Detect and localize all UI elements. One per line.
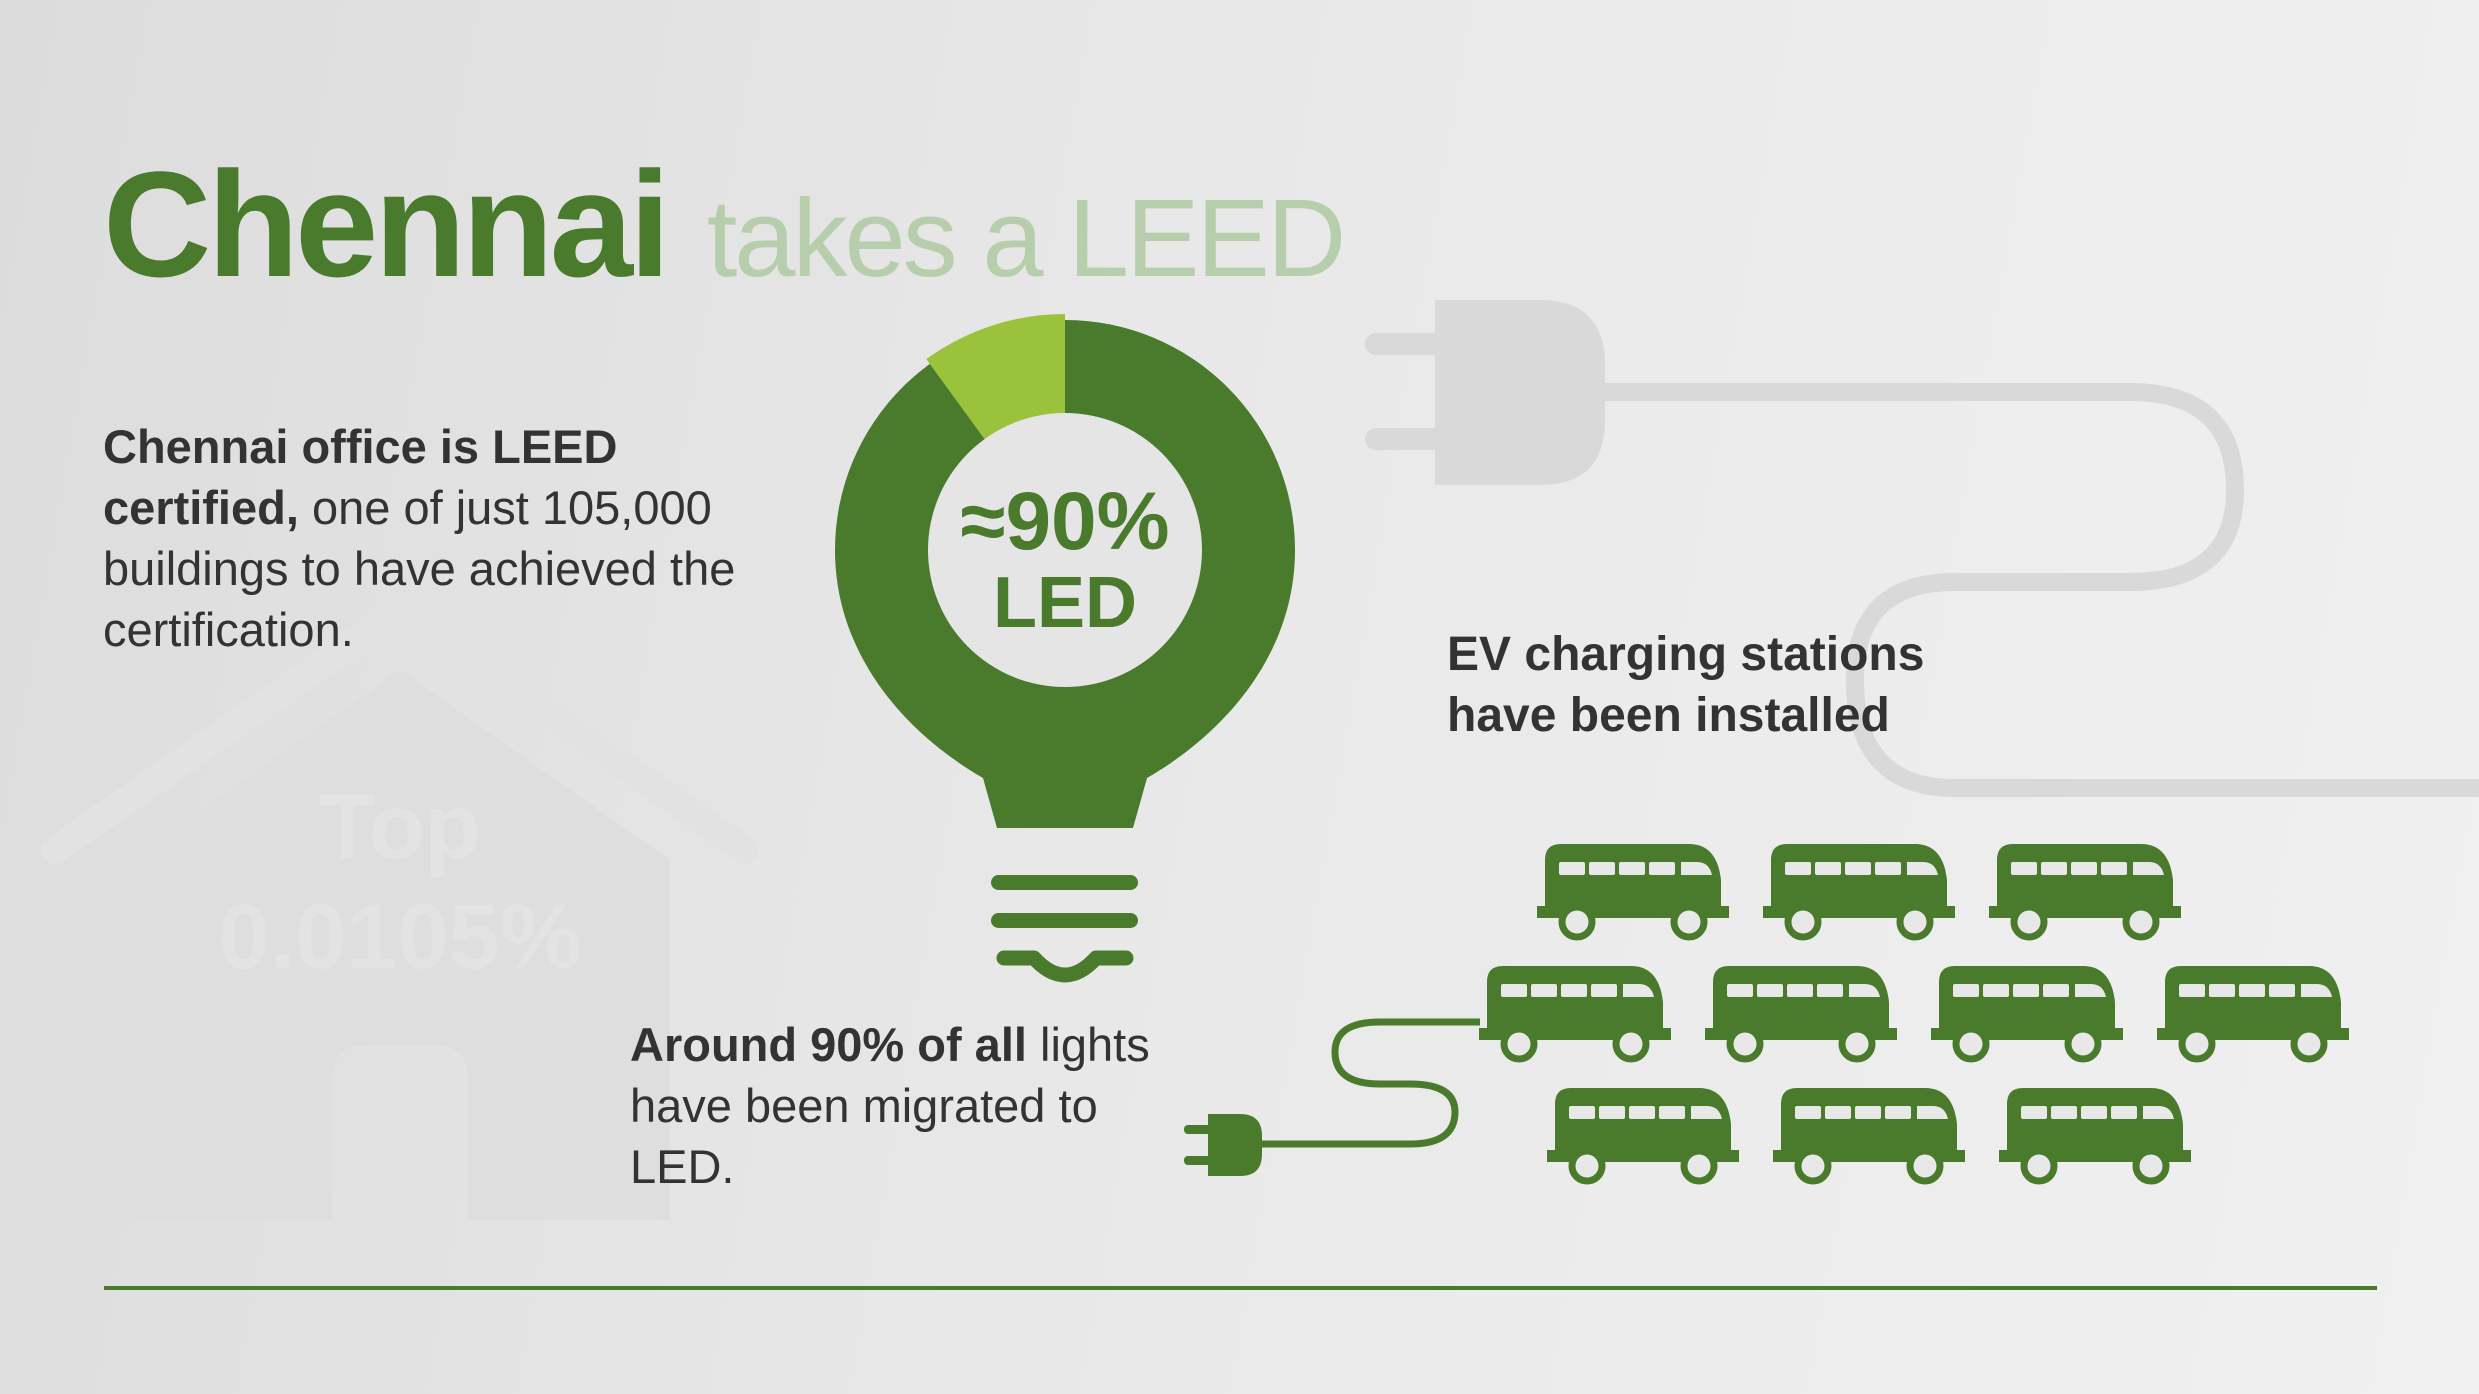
title-sub: takes a LEED	[706, 177, 1347, 300]
leed-bold-text: Chennai office is LEED certified,	[103, 420, 618, 534]
bus-icon	[1537, 844, 1729, 941]
led-label: LED	[993, 563, 1137, 643]
bus-fleet	[1479, 844, 2349, 1185]
watermark-top-label: Top	[319, 776, 481, 878]
bus-icon	[1999, 1088, 2191, 1185]
ev-charging-text: EV charging stations have been installed	[1447, 628, 1925, 742]
bottom-divider	[104, 1286, 2377, 1290]
small-plug-icon	[1184, 1018, 1480, 1176]
led-migration-text: Around 90% of all lights have been migra…	[630, 1014, 1150, 1197]
led-note-bold: Around 90% of all	[630, 1018, 1027, 1071]
leed-rest-text: one of just 105,000 buildings to have ac…	[103, 481, 736, 656]
house-icon	[41, 596, 759, 1220]
bus-icon	[1773, 1088, 1965, 1185]
lightbulb-icon	[835, 314, 1295, 983]
large-plug-icon	[1365, 300, 2479, 797]
bus-icon	[1989, 844, 2181, 941]
watermark-percentage: 0.0105%	[218, 886, 582, 988]
bus-icon	[1763, 844, 1955, 941]
leed-certification-text: Chennai office is LEED certified, one of…	[103, 416, 803, 660]
led-note-rest: lights have been migrated to LED.	[630, 1018, 1150, 1193]
title-main: Chennai	[103, 140, 671, 308]
bus-icon	[1479, 966, 1671, 1063]
bus-icon	[1705, 966, 1897, 1063]
bus-icon	[1547, 1088, 1739, 1185]
led-percentage: ≈90%	[960, 476, 1170, 567]
bus-icon	[1931, 966, 2123, 1063]
bus-icon	[2157, 966, 2349, 1063]
page-title: Chennai takes a LEED	[103, 138, 1347, 311]
